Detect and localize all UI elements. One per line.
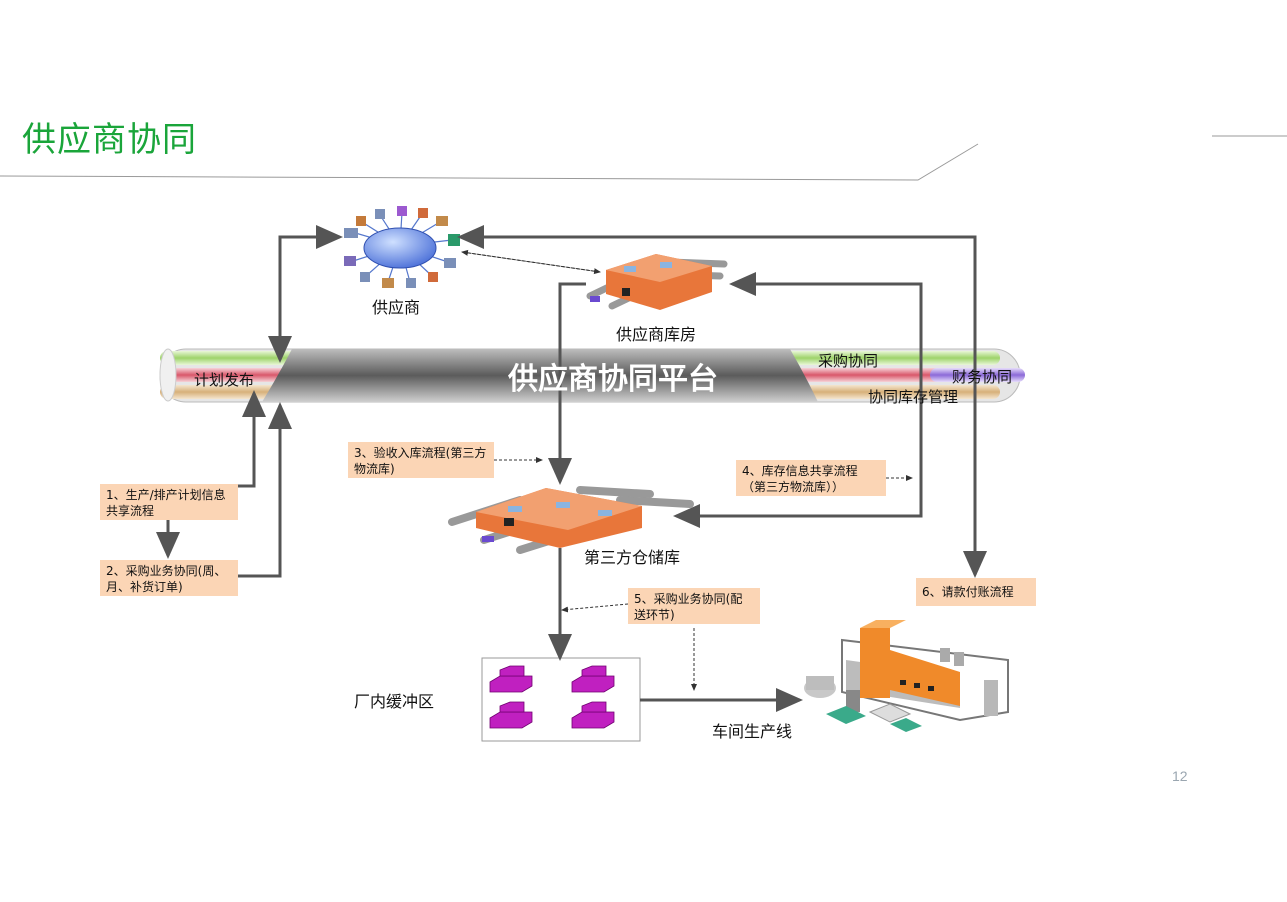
arrow-platform-to-supplier <box>278 225 343 349</box>
slide-title: 供应商协同 <box>22 120 197 160</box>
note-2: 2、采购业务协同(周、月、补货订单) <box>100 560 238 596</box>
note-5: 5、采购业务协同(配送环节) <box>628 588 760 624</box>
supplier-warehouse-icon <box>586 254 728 310</box>
supplier-network-icon <box>344 206 460 288</box>
arrow-note1-to-platform <box>238 390 266 488</box>
dashed-note5-left <box>561 603 629 613</box>
lane-inventory: 协同库存管理 <box>868 388 959 406</box>
platform-tube <box>159 348 1025 403</box>
lane-purchase: 采购协同 <box>818 352 879 370</box>
dashed-supplier-warehouse-link-back <box>461 249 601 273</box>
arrow-platform-to-third-party <box>673 400 923 528</box>
note-3: 3、验收入库流程(第三方物流库) <box>348 442 494 478</box>
dashed-supplier-warehouse-link <box>461 251 601 275</box>
third-party-warehouse-icon <box>448 486 694 554</box>
arrow-note2-to-platform <box>238 402 292 578</box>
page-number: 12 <box>1172 768 1188 784</box>
lane-finance: 财务协同 <box>952 368 1013 386</box>
third-party-warehouse-label: 第三方仓储库 <box>584 548 681 567</box>
production-line-icon <box>804 620 1009 732</box>
platform-name: 供应商协同平台 <box>508 362 718 397</box>
note-1: 1、生产/排产计划信息共享流程 <box>100 484 238 520</box>
header-rule <box>0 135 1287 181</box>
arrow-supplier-warehouse-down <box>548 282 586 485</box>
buffer-zone-label: 厂内缓冲区 <box>354 692 435 711</box>
note-6: 6、请款付账流程 <box>916 578 1036 606</box>
note-4: 4、库存信息共享流程（第三方物流库）） <box>736 460 886 496</box>
supplier-label: 供应商 <box>372 298 421 317</box>
arrow-platform-to-supplier-warehouse <box>729 272 923 400</box>
supplier-warehouse-label: 供应商库房 <box>616 325 697 344</box>
production-line-label: 车间生产线 <box>712 722 793 741</box>
lane-plan-release: 计划发布 <box>194 371 255 389</box>
buffer-zone-box <box>481 657 641 742</box>
